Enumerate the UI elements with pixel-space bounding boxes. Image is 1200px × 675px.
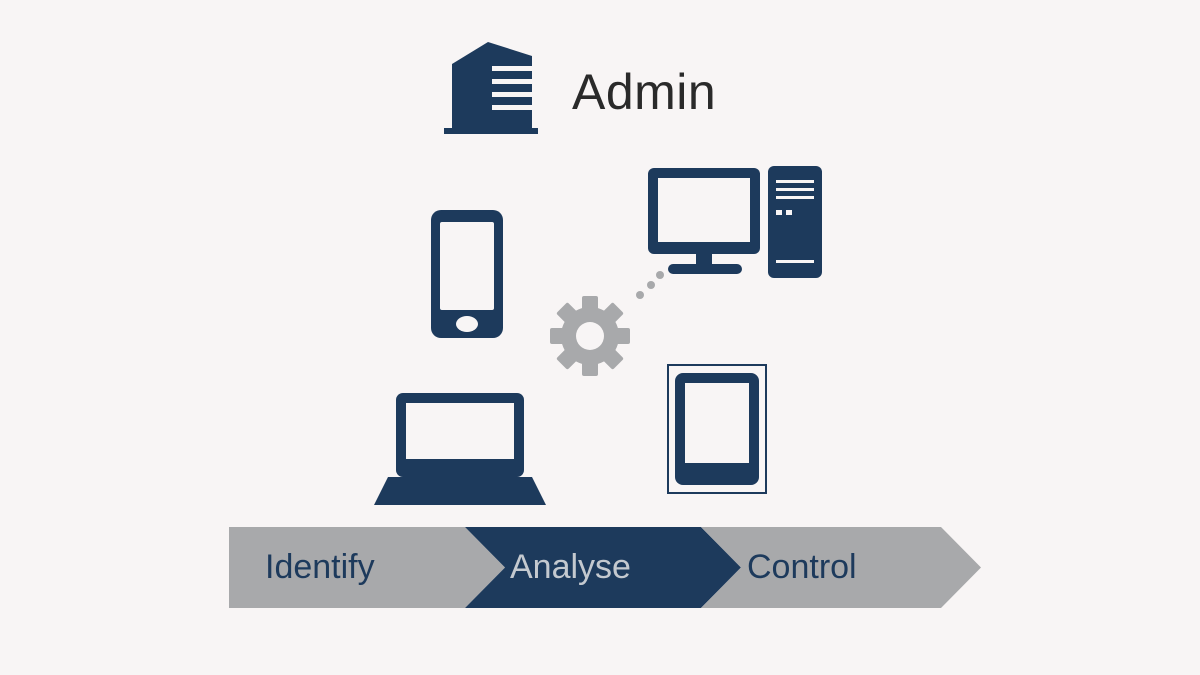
step-analyse-label: Analyse [510, 548, 631, 586]
building-icon [444, 42, 538, 134]
process-arrows [229, 527, 981, 608]
gear-icon [550, 296, 630, 376]
step-control-label: Control [747, 548, 857, 586]
step-control-chevron [701, 527, 981, 608]
connector-dots [636, 271, 664, 299]
desktop-computer-icon [648, 166, 822, 278]
step-identify-chevron [229, 527, 505, 608]
step-analyse-chevron [465, 527, 741, 608]
smartphone-icon [431, 210, 503, 338]
process-flow: Identify Analyse Control [229, 527, 981, 608]
step-identify-label: Identify [265, 548, 375, 586]
tablet-icon [667, 364, 767, 494]
admin-title: Admin [572, 64, 717, 120]
laptop-icon [374, 393, 546, 505]
